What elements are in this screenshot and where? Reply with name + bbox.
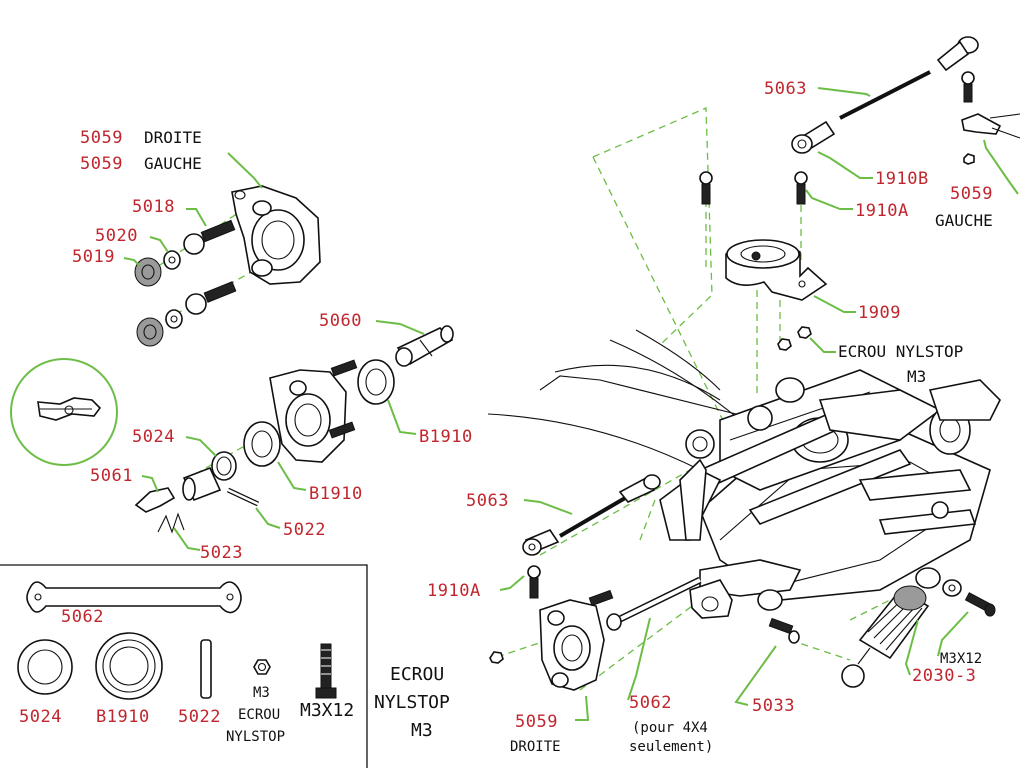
steering-arm-right bbox=[961, 113, 1021, 165]
legend-label-5062: 5062 bbox=[61, 607, 104, 627]
threaded-inserts-5019 bbox=[134, 257, 164, 347]
driveshaft-5062 bbox=[606, 576, 702, 631]
note-line-2: seulement) bbox=[629, 739, 713, 755]
clip-detail-inset bbox=[10, 358, 118, 466]
pivot-bushings-5020 bbox=[163, 250, 183, 329]
part-number: 5059 bbox=[80, 128, 123, 148]
side-word: DROITE bbox=[510, 739, 561, 755]
legend-screw-m3x12 bbox=[315, 643, 337, 699]
screw-5033 bbox=[768, 617, 800, 644]
label-5060: 5060 bbox=[319, 311, 362, 331]
legend-shim-5024 bbox=[17, 639, 73, 695]
label-5024: 5024 bbox=[132, 427, 175, 447]
rod-end-1910B bbox=[791, 120, 836, 154]
label-ecrou-nylstop-bottom: ECROU NYLSTOP M3 bbox=[374, 664, 450, 741]
legend-label-5022: 5022 bbox=[178, 707, 221, 727]
shock-absorber-2030-3 bbox=[841, 567, 962, 688]
label-5059-bottom: 5059 DROITE bbox=[510, 712, 561, 755]
ball-stud-1910A-mid bbox=[527, 565, 541, 599]
leader-lines bbox=[123, 87, 1019, 721]
label-5022: 5022 bbox=[283, 520, 326, 540]
legend-label-m3x12: M3X12 bbox=[300, 700, 354, 721]
label-5059-droite-top: 5059 DROITE bbox=[80, 128, 202, 148]
nut-size: M3 bbox=[411, 720, 433, 741]
legend-label-nylstop: NYLSTOP bbox=[226, 729, 285, 745]
chassis-assembly bbox=[487, 329, 1001, 619]
hub-carrier-mid bbox=[269, 359, 358, 463]
steering-knuckle-bottom bbox=[539, 589, 614, 691]
ball-studs-1910A bbox=[699, 71, 975, 205]
ball-studs-5018 bbox=[183, 219, 237, 315]
part-number: 5062 bbox=[629, 693, 672, 713]
label-2030-3: 2030-3 bbox=[912, 666, 976, 686]
note-line-1: (pour 4X4 bbox=[632, 720, 708, 736]
legend-box bbox=[0, 564, 368, 768]
legend-label-m3: M3 bbox=[253, 685, 270, 701]
legend-label-5024: 5024 bbox=[19, 707, 62, 727]
sleeve-cylinder bbox=[182, 466, 222, 502]
label-5063-mid: 5063 bbox=[466, 491, 509, 511]
label-5059-gauche-top: 5059 GAUCHE bbox=[80, 154, 202, 174]
axle-5060 bbox=[395, 325, 454, 367]
part-number: 5059 bbox=[515, 712, 558, 732]
label-b1910-b: B1910 bbox=[309, 484, 363, 504]
label-5062-bottom: 5062 (pour 4X4 seulement) bbox=[629, 693, 713, 755]
label-5033: 5033 bbox=[752, 696, 795, 716]
label-1910a-mid: 1910A bbox=[427, 581, 481, 601]
label-ecrou-nylstop-right: ECROU NYLSTOP M3 bbox=[838, 342, 963, 386]
nut-name: ECROU NYLSTOP bbox=[838, 342, 963, 361]
label-m3x12-right: M3X12 bbox=[940, 651, 982, 667]
label-1910a-top: 1910A bbox=[855, 201, 909, 221]
steering-knuckle-top bbox=[231, 185, 321, 285]
nut-size: M3 bbox=[907, 367, 926, 386]
turnbuckle-5063-mid bbox=[522, 474, 661, 556]
side-word: GAUCHE bbox=[935, 211, 993, 230]
side-word: DROITE bbox=[144, 128, 202, 147]
clip-5061 bbox=[134, 487, 176, 513]
legend-bearing-b1910 bbox=[95, 632, 163, 700]
legend-nut-m3 bbox=[253, 659, 271, 675]
label-5059-gauche-right: 5059 GAUCHE bbox=[935, 184, 993, 230]
label-5063-top: 5063 bbox=[764, 79, 807, 99]
label-5019: 5019 bbox=[72, 247, 115, 267]
bearing-b1910-b bbox=[243, 421, 281, 467]
legend-pin-5022 bbox=[200, 639, 212, 699]
label-5023: 5023 bbox=[200, 543, 243, 563]
shim-5024 bbox=[211, 451, 237, 481]
label-5018: 5018 bbox=[132, 197, 175, 217]
nylstop-nut-bottom bbox=[489, 651, 504, 664]
label-1909: 1909 bbox=[858, 303, 901, 323]
part-number: 5059 bbox=[950, 184, 993, 204]
label-1910b: 1910B bbox=[875, 169, 929, 189]
label-b1910-a: B1910 bbox=[419, 427, 473, 447]
spring-clip-5023 bbox=[157, 512, 185, 534]
nylstop-nuts-right bbox=[777, 326, 812, 351]
bearing-b1910-a bbox=[357, 359, 395, 405]
nut-type: NYLSTOP bbox=[374, 692, 450, 713]
label-5061: 5061 bbox=[90, 466, 133, 486]
screw-m3x12-right bbox=[964, 592, 996, 617]
legend-label-b1910: B1910 bbox=[96, 707, 150, 727]
turnbuckle-5063-top bbox=[839, 36, 979, 120]
legend-driveshaft-5062 bbox=[26, 581, 242, 614]
nut-name: ECROU bbox=[390, 664, 444, 685]
side-word: GAUCHE bbox=[144, 154, 202, 173]
servo-saver-1909 bbox=[725, 239, 828, 301]
legend-label-ecrou: ECROU bbox=[238, 707, 280, 723]
pin-5022 bbox=[226, 487, 260, 507]
label-5020: 5020 bbox=[95, 226, 138, 246]
part-number: 5059 bbox=[80, 154, 123, 174]
